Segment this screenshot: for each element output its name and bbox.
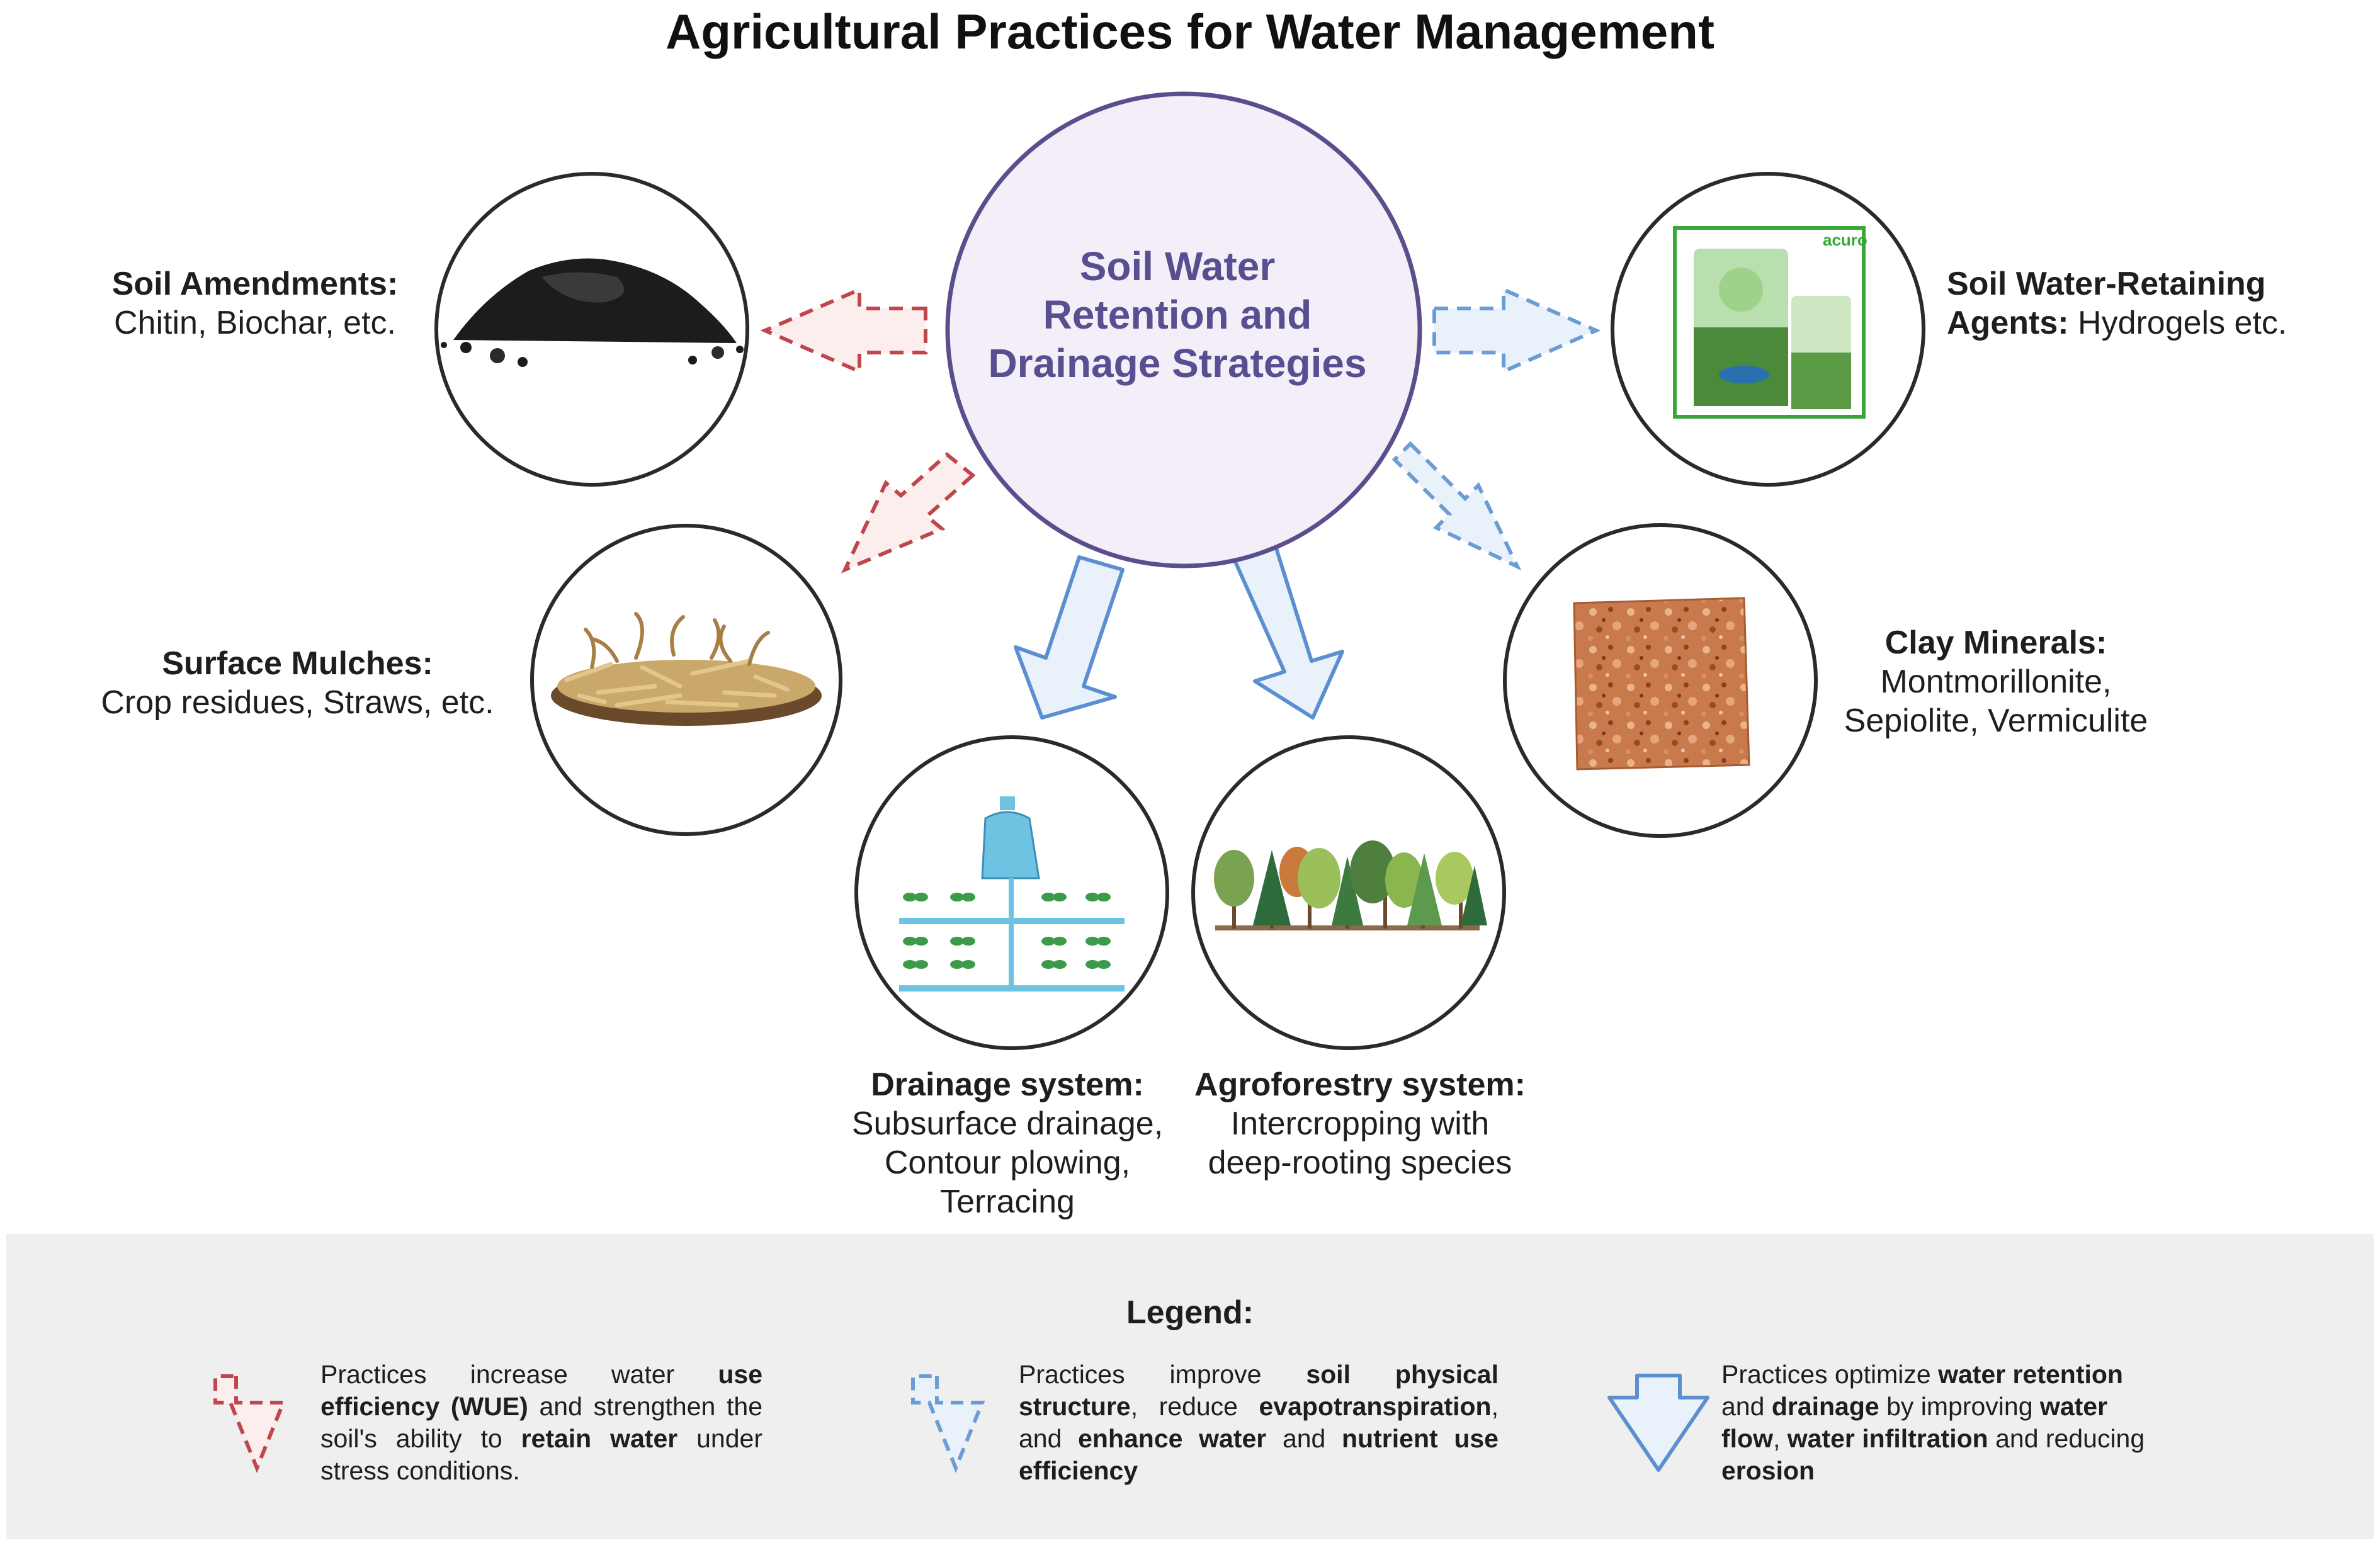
red-dashed-arrow-amendments (760, 286, 927, 375)
legend-red-text-1: Practices increase water (320, 1360, 718, 1389)
blue-solid-arrow-drainage (1014, 555, 1125, 720)
text-clay-1: Montmorillonite, (1880, 664, 2112, 700)
legend-blue-dashed-text-3: , and (1019, 1392, 1499, 1453)
text-soil-amendments: Chitin, Biochar, etc. (114, 305, 396, 341)
center-title: Soil Water Retention and Drainage Strate… (951, 242, 1404, 388)
legend-blue-dashed-arrow-icon (911, 1374, 985, 1474)
label-agroforestry: Agroforestry system: Intercropping with … (1184, 1065, 1536, 1182)
legend-blue-solid-bold-1: water retention (1938, 1360, 2123, 1389)
straw-mulch-icon (551, 612, 822, 726)
legend-blue-solid-bold-4: water infiltration (1787, 1424, 1988, 1453)
blue-dashed-arrow-retaining (1432, 286, 1601, 375)
legend-blue-solid-bold-5: erosion (1721, 1456, 1815, 1485)
legend-blue-dashed-bold-3: enhance water (1078, 1424, 1267, 1453)
text-clay-2: Sepiolite, Vermiculite (1844, 703, 2148, 739)
legend-title: Legend: (1126, 1294, 1254, 1331)
legend-blue-dashed-text-2: , reduce (1130, 1392, 1259, 1421)
heading-clay-minerals: Clay Minerals: (1884, 625, 2107, 661)
text-retaining-agents: Agents: Hydrogels etc. (1947, 303, 2337, 342)
center-circle (945, 91, 1422, 568)
text-drainage-1: Subsurface drainage, (851, 1105, 1164, 1142)
red-dashed-arrow-mulches (841, 452, 976, 574)
legend-blue-solid-bold-3: water flow (1721, 1392, 2108, 1453)
package-brand-label: acuro (1823, 230, 1867, 249)
heading-drainage: Drainage system: (871, 1066, 1144, 1103)
label-surface-mulches: Surface Mulches: Crop residues, Straws, … (94, 644, 501, 722)
legend-blue-solid-text-5: and reducing (1988, 1424, 2145, 1453)
legend-panel (6, 1234, 2374, 1539)
blue-dashed-arrow-clay (1391, 441, 1522, 571)
label-soil-amendments: Soil Amendments: Chitin, Biochar, etc. (107, 264, 403, 342)
legend-blue-solid-arrow-icon (1607, 1374, 1709, 1472)
legend-red-text-2: and strengthen the soil's ability to (320, 1392, 763, 1453)
text-drainage-3: Terracing (940, 1184, 1075, 1220)
soil-pile-icon (441, 258, 744, 367)
heading-agroforestry: Agroforestry system: (1194, 1066, 1526, 1103)
label-retaining-agents: Soil Water-Retaining Agents: Hydrogels e… (1947, 264, 2337, 342)
legend-red-dashed-arrow-icon (213, 1374, 286, 1474)
drainage-system-icon (899, 796, 1125, 992)
legend-blue-solid-text-4: , (1772, 1424, 1788, 1453)
text-surface-mulches: Crop residues, Straws, etc. (101, 684, 494, 721)
hydrogel-package-icon (1673, 226, 1866, 419)
legend-item-blue-dashed: Practices improve soil physical structur… (1019, 1359, 1499, 1487)
diagram-title: Agricultural Practices for Water Managem… (666, 4, 1714, 59)
label-clay-minerals: Clay Minerals: Montmorillonite, Sepiolit… (1813, 623, 2179, 740)
legend-blue-solid-bold-2: drainage (1771, 1392, 1879, 1421)
legend-item-red: Practices increase water use efficiency … (320, 1359, 762, 1487)
legend-blue-solid-text-2: and (1721, 1392, 1772, 1421)
legend-blue-dashed-text-4: and (1266, 1424, 1342, 1453)
legend-red-bold-1: use efficiency (WUE) (320, 1360, 762, 1421)
legend-blue-solid-text-1: Practices optimize (1721, 1360, 1939, 1389)
legend-blue-dashed-bold-1: soil physical structure (1019, 1360, 1499, 1421)
legend-blue-dashed-bold-2: evapotranspiration (1259, 1392, 1492, 1421)
text-retaining-agents-rest: Hydrogels etc. (2068, 305, 2287, 341)
text-drainage-2: Contour plowing, (884, 1145, 1131, 1181)
text-agroforestry-2: deep-rooting species (1208, 1145, 1512, 1181)
text-agroforestry-1: Intercropping with (1230, 1105, 1490, 1142)
center-line-2: Retention and (1043, 292, 1312, 337)
blue-solid-arrow-agroforestry (1232, 545, 1344, 720)
heading-retaining-agents: Soil Water-Retaining (1947, 266, 2266, 302)
center-line-3: Drainage Strategies (988, 341, 1367, 386)
heading-surface-mulches: Surface Mulches: (162, 645, 433, 682)
legend-blue-solid-text-3: by improving (1879, 1392, 2040, 1421)
legend-blue-dashed-bold-4: nutrient use efficiency (1019, 1424, 1499, 1485)
legend-red-bold-2: retain water (521, 1424, 678, 1453)
legend-blue-dashed-text-1: Practices improve (1019, 1360, 1306, 1389)
center-line-1: Soil Water (1079, 244, 1276, 289)
legend-item-blue-solid: Practices optimize water retention and d… (1721, 1359, 2162, 1487)
heading-soil-amendments: Soil Amendments: (111, 266, 399, 302)
label-drainage: Drainage system: Subsurface drainage, Co… (831, 1065, 1184, 1221)
heading-retaining-agents-2: Agents: (1947, 305, 2069, 341)
legend-red-text-3: under stress conditions. (320, 1424, 762, 1485)
trees-icon (1214, 840, 1487, 930)
clay-block-icon (1573, 597, 1750, 771)
